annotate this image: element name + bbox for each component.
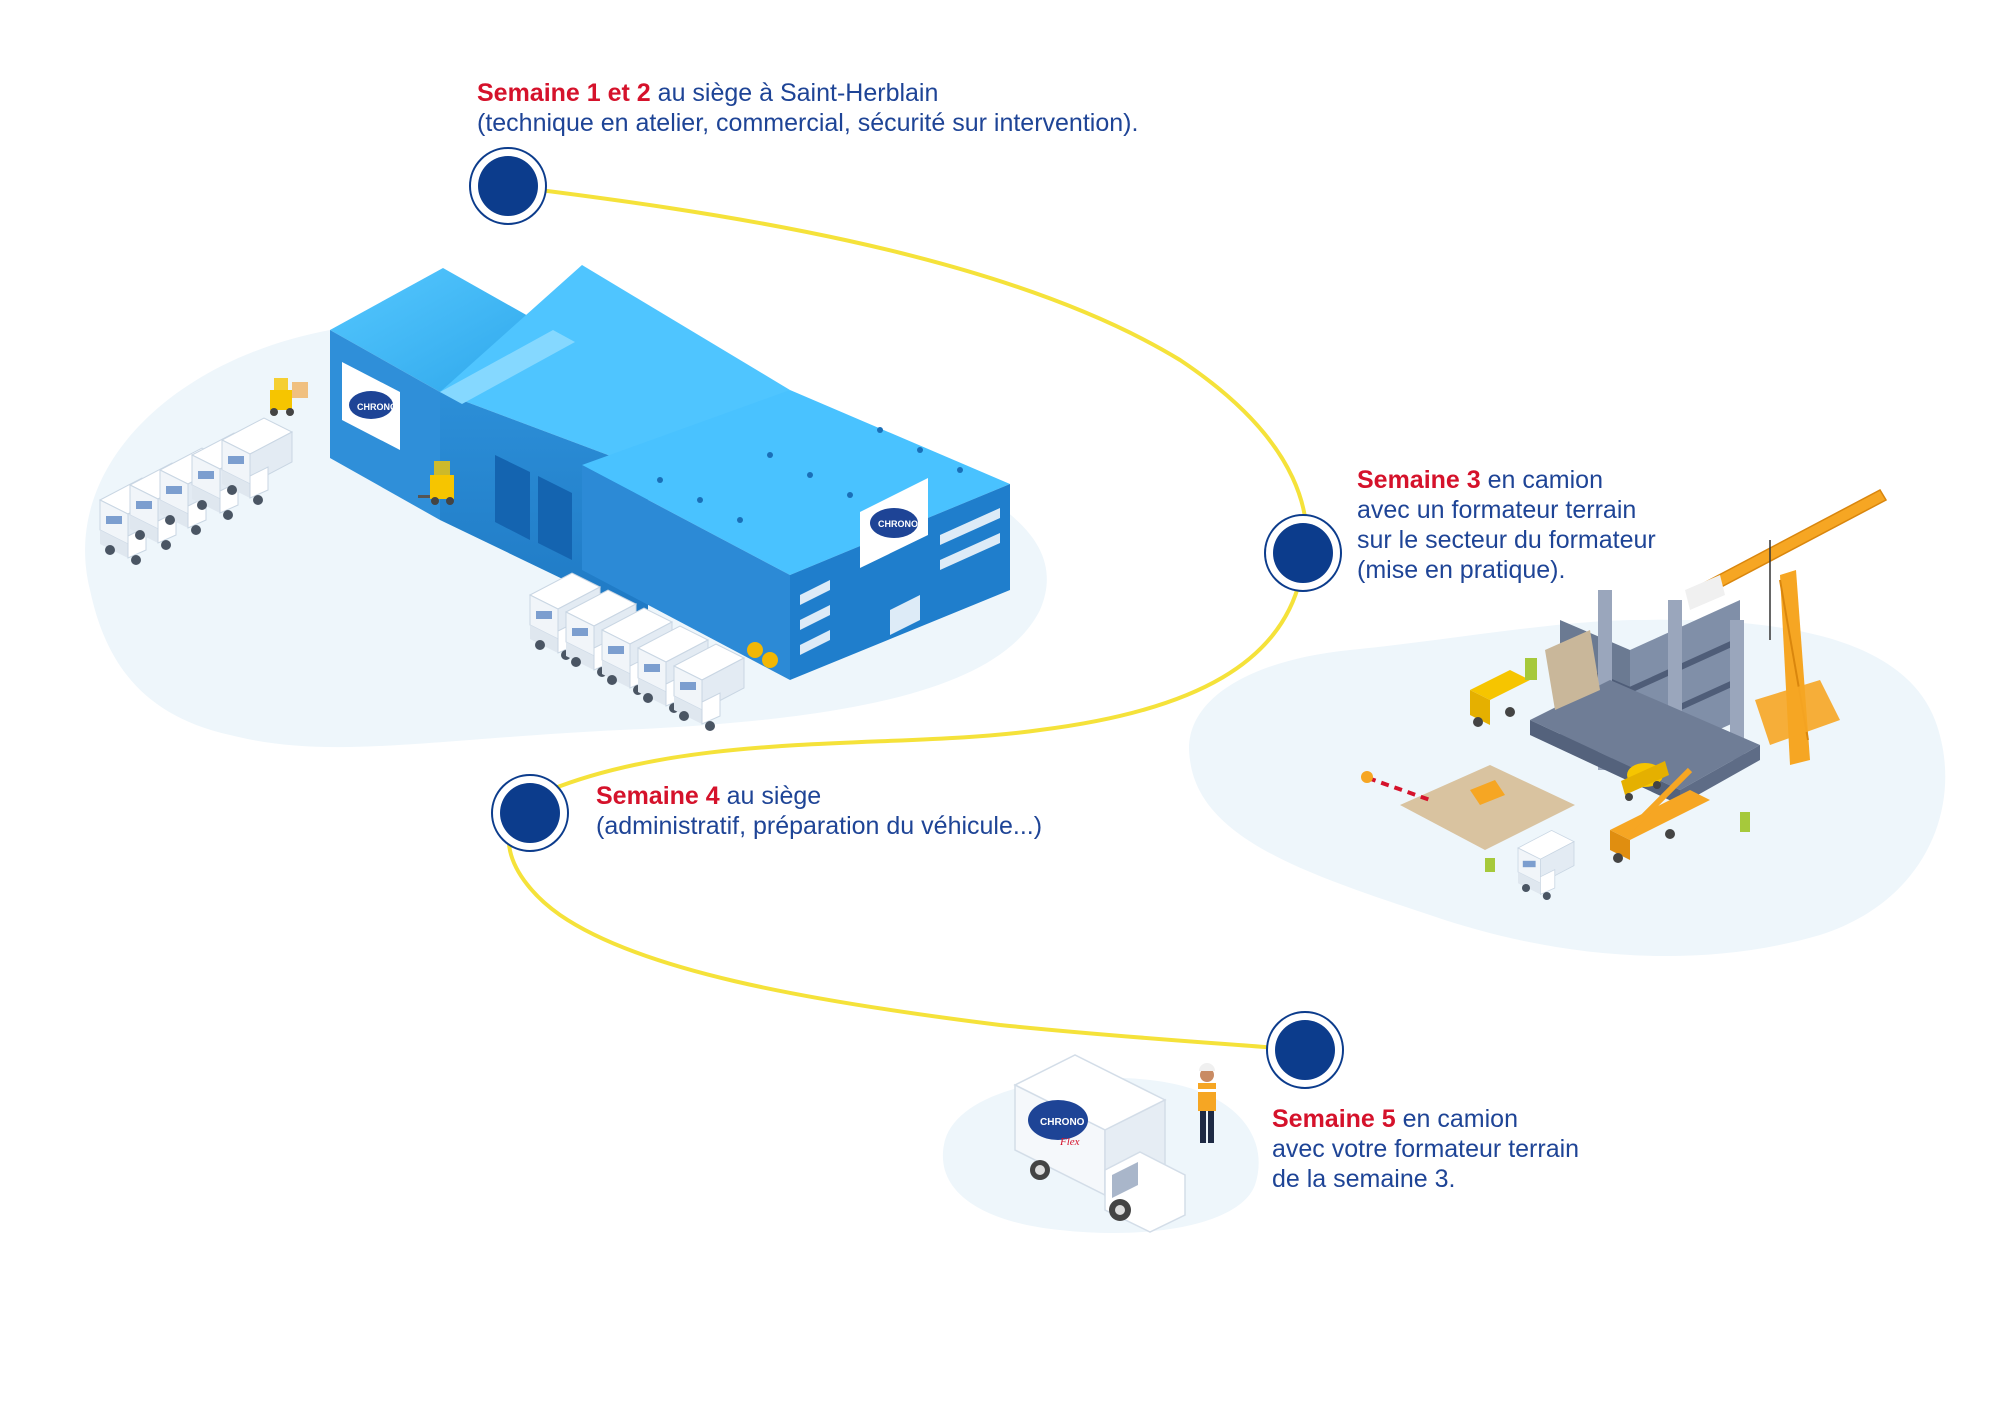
step-highlight: Semaine 3 [1357, 466, 1481, 494]
step-text: en camion [1480, 466, 1603, 494]
site-worker-icon [1198, 1063, 1216, 1143]
step-caption-week-1-2: Semaine 1 et 2 au siège à Saint-Herblain… [477, 78, 1138, 138]
truck-logo-text: CHRONO [1040, 1117, 1085, 1128]
step-detail: (administratif, préparation du véhicule.… [596, 812, 1043, 840]
construction-site-illustration [1361, 489, 1888, 901]
step-caption-week-4: Semaine 4 au siège (administratif, prépa… [596, 781, 1042, 841]
step-node-week-4 [491, 774, 569, 852]
forklift-icon [270, 378, 308, 416]
tower-crane-icon [1685, 489, 1888, 765]
step-detail: de la semaine 3. [1272, 1165, 1456, 1193]
step-caption-week-5: Semaine 5 en camion avec votre formateur… [1272, 1104, 1579, 1194]
step-highlight: Semaine 1 et 2 [477, 79, 651, 107]
concrete-mixer-icon [1621, 761, 1669, 801]
step-highlight: Semaine 5 [1272, 1105, 1396, 1133]
step-text: au siège à Saint-Herblain [650, 79, 939, 107]
logo-text-right: CHRONO [878, 519, 918, 529]
step-detail: avec un formateur terrain [1357, 496, 1637, 524]
journey-path [506, 184, 1309, 1052]
step-caption-week-3: Semaine 3 en camion avec un formateur te… [1357, 465, 1656, 585]
dump-truck-icon [1470, 670, 1530, 727]
truck-logo-sub: Flex [1059, 1136, 1080, 1148]
forklift-icon [418, 461, 454, 505]
excavation-pit-icon [1400, 765, 1575, 850]
construction-background-blob [1189, 619, 1946, 957]
step-node-week-5 [1266, 1011, 1344, 1089]
crane-truck-icon [1610, 767, 1710, 863]
step-highlight: Semaine 4 [596, 782, 720, 810]
step-node-week-1-2 [469, 147, 547, 225]
step-node-week-3 [1264, 514, 1342, 592]
step-detail: sur le secteur du formateur [1357, 526, 1656, 554]
step-detail: (technique en atelier, commercial, sécur… [477, 109, 1139, 137]
warehouse-illustration: CHRONO CHRONO [99, 265, 1010, 732]
step-detail: avec votre formateur terrain [1272, 1135, 1580, 1163]
logo-text-left: CHRONO [357, 402, 397, 412]
step-text: en camion [1395, 1105, 1518, 1133]
step-text: au siège [719, 782, 822, 810]
delivery-truck-illustration: CHRONO Flex [1013, 1054, 1186, 1233]
step-detail: (mise en pratique). [1357, 556, 1566, 584]
